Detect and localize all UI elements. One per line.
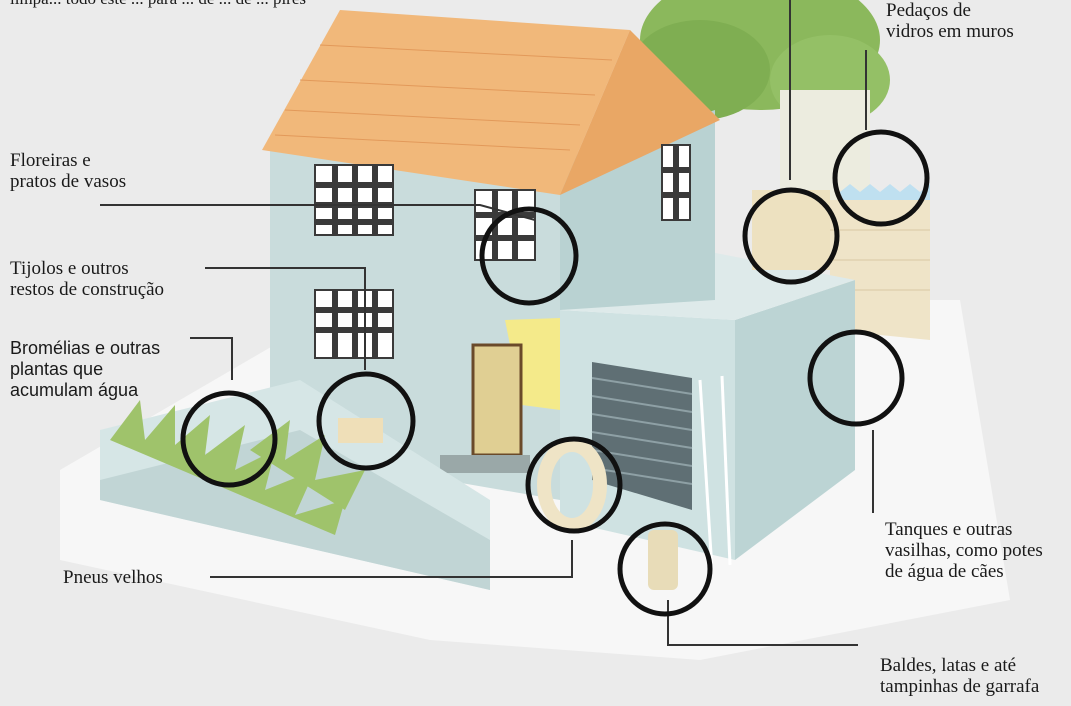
label-tanques: Tanques e outras vasilhas, como potes de…: [885, 519, 1043, 582]
label-top-cut: limpa... todo este ... para ... de ... d…: [10, 0, 306, 9]
label-vidros: Pedaços de vidros em muros: [886, 0, 1014, 42]
label-pneus: Pneus velhos: [63, 567, 163, 588]
front-door: [473, 345, 521, 455]
label-floreiras: Floreiras e pratos de vasos: [10, 150, 126, 192]
label-bromelias: Bromélias e outras plantas que acumulam …: [10, 338, 160, 401]
bricks: [338, 418, 383, 443]
label-tijolos: Tijolos e outros restos de construção: [10, 258, 164, 300]
bucket: [648, 530, 678, 590]
label-baldes: Baldes, latas e até tampinhas de garrafa: [880, 655, 1039, 697]
